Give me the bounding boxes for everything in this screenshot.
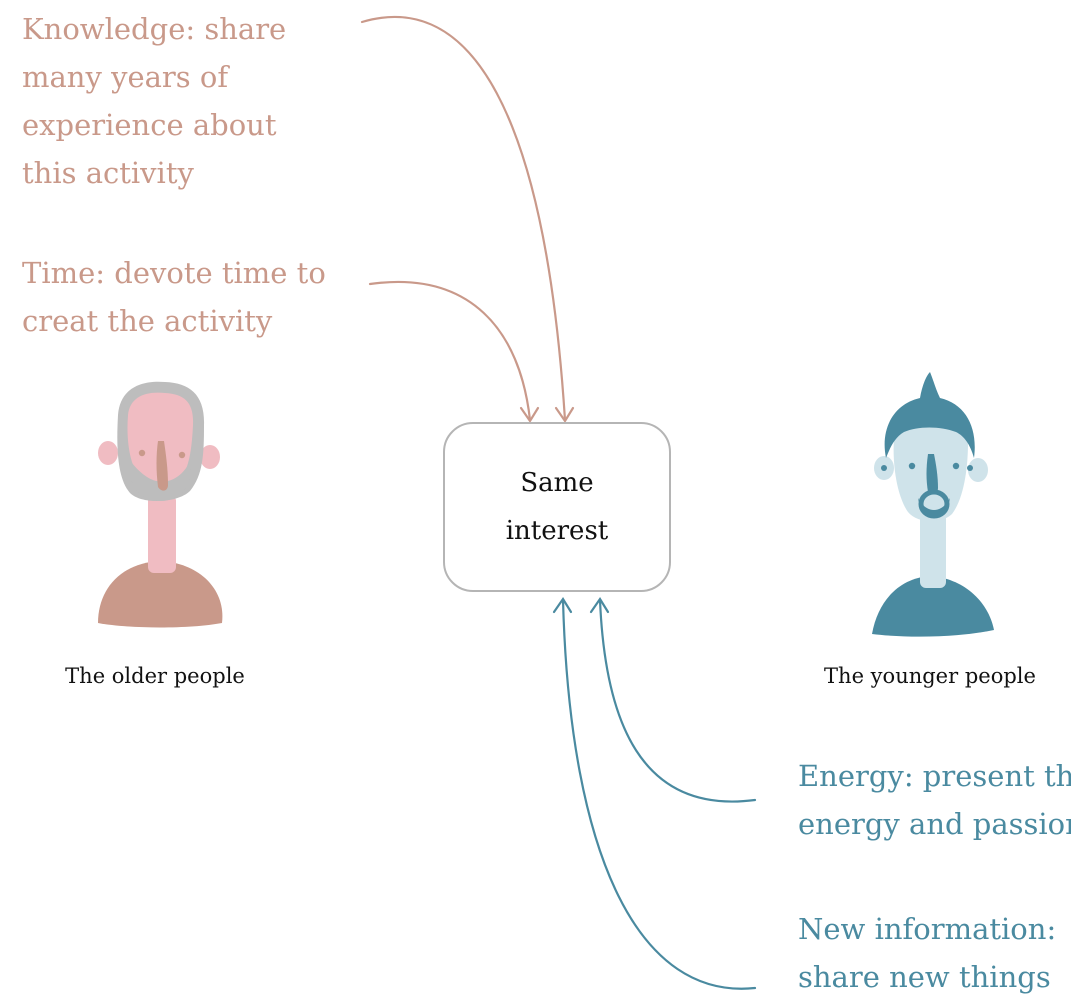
older-beard (130, 461, 191, 501)
older-face (127, 392, 194, 485)
younger-neck (920, 508, 946, 588)
new-information-arrow (561, 598, 757, 990)
energy-note: Energy: present the energy and passion (798, 759, 1071, 841)
time-arrow (368, 280, 532, 422)
older-shoulders (98, 561, 223, 628)
younger-mouth-ring (918, 489, 950, 519)
knowledge-arrowhead (554, 406, 575, 424)
older-nose (156, 441, 168, 491)
new-information-note: New information: share new things (798, 912, 1057, 994)
younger-people-label: The younger people (824, 664, 1036, 688)
younger-mid-left-eye (908, 462, 916, 470)
older-neck (148, 495, 176, 573)
same-interest-box: Same interest (443, 422, 671, 592)
older-right-ear (200, 445, 220, 469)
older-right-eye (178, 451, 186, 459)
younger-right-ear (968, 458, 988, 482)
younger-person-icon (872, 372, 994, 637)
older-left-eye (138, 449, 146, 457)
knowledge-arrow (360, 16, 567, 422)
younger-right-eye (967, 465, 973, 471)
older-person-icon (98, 381, 223, 628)
younger-nose (926, 454, 938, 495)
younger-shoulders (872, 576, 994, 637)
older-left-ear (98, 441, 118, 465)
energy-arrowhead (589, 596, 610, 614)
same-interest-label: Same interest (505, 468, 609, 546)
older-people-label: The older people (65, 664, 245, 688)
energy-arrow (598, 598, 757, 803)
younger-hair (884, 372, 975, 458)
new-information-arrowhead (552, 596, 573, 614)
knowledge-note: Knowledge: share many years of experienc… (22, 12, 287, 190)
time-arrowhead (519, 406, 540, 424)
younger-left-eye (881, 465, 887, 471)
time-note: Time: devote time to creat the activity (22, 256, 326, 338)
younger-mid-right-eye (952, 462, 960, 470)
